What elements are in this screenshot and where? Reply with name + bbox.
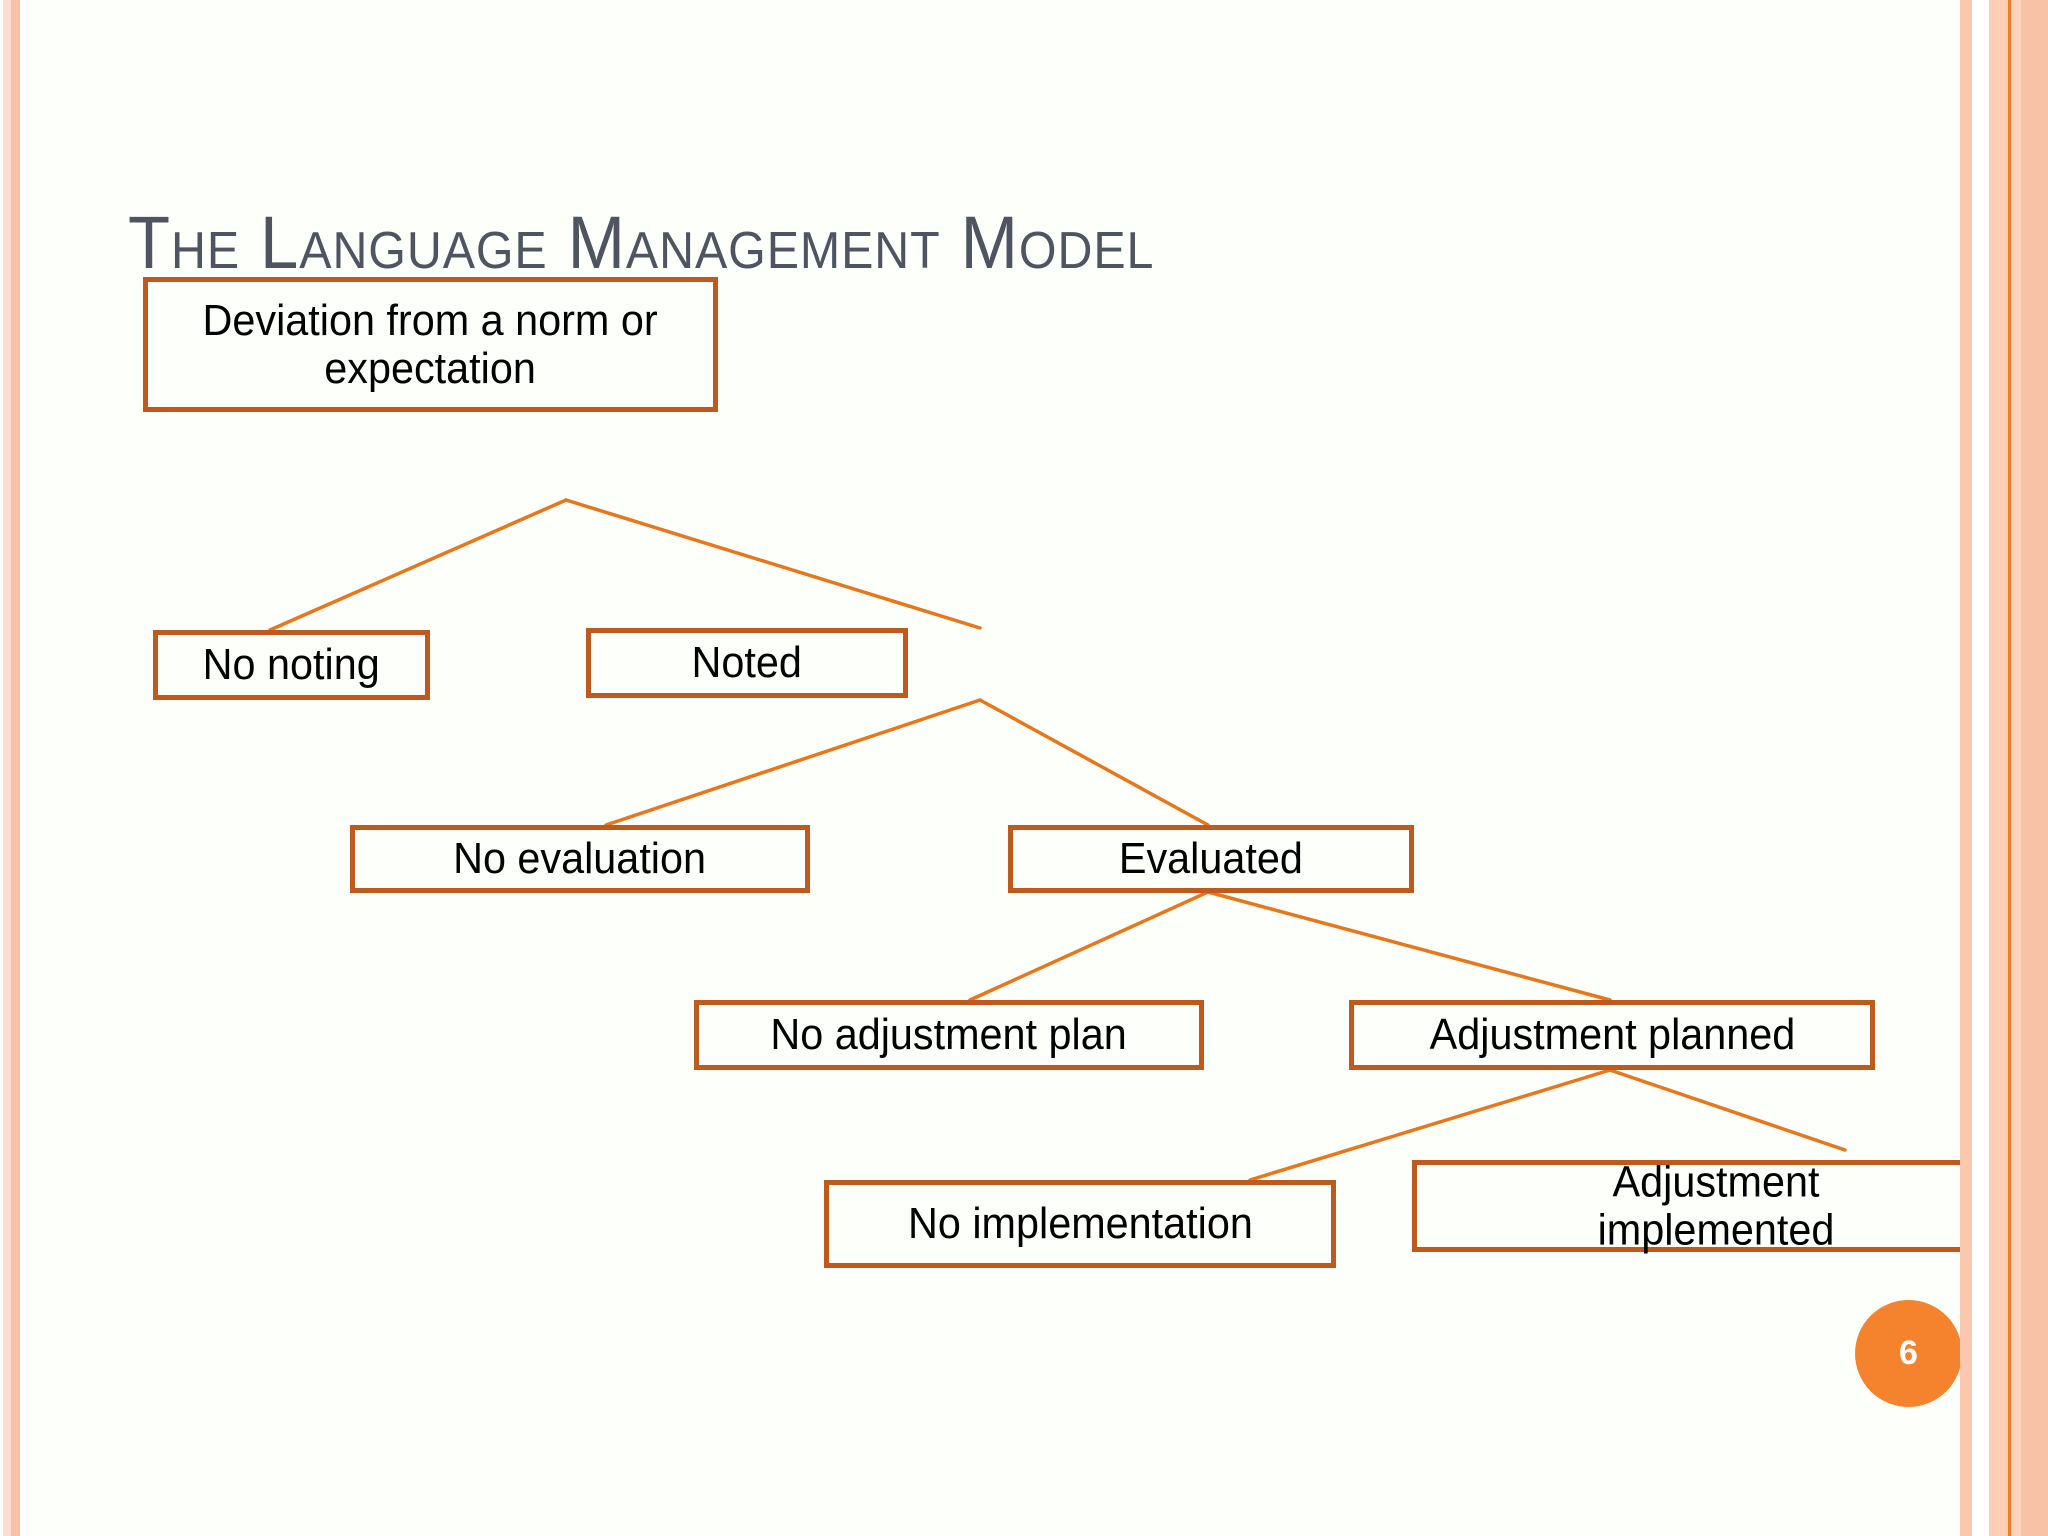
node-evaluated[interactable]: Evaluated (1008, 825, 1414, 893)
right-stripe-orange-line (2008, 0, 2011, 1536)
connector-evaluated-no-adjustment-plan (968, 890, 1210, 1002)
right-stripe-peach-3 (2011, 0, 2021, 1536)
right-stripe-white (1972, 0, 1989, 1536)
node-label: Noted (691, 638, 803, 688)
right-stripe-peach-4 (2021, 0, 2048, 1536)
left-border-decoration (0, 0, 22, 1536)
node-label: Evaluated (1119, 834, 1303, 884)
page-title: The Language Management Model (128, 201, 1155, 284)
node-label: Adjustment planned (1429, 1010, 1795, 1060)
connector-planned-no-implementation (1248, 1068, 1612, 1182)
connector-deviation-no-noting (268, 498, 568, 632)
node-label: Adjustment implemented (1597, 1157, 1835, 1254)
page-number-badge: 6 (1855, 1300, 1962, 1407)
node-deviation[interactable]: Deviation from a norm or expectation (143, 277, 718, 412)
node-no-noting[interactable]: No noting (153, 630, 430, 700)
node-adjustment-planned[interactable]: Adjustment planned (1349, 1000, 1875, 1070)
node-adjustment-implemented[interactable]: Adjustment implemented (1412, 1157, 2020, 1254)
right-stripe-peach-2 (1989, 0, 2008, 1536)
left-stripe-white (0, 0, 3, 1536)
node-label: No evaluation (453, 834, 707, 884)
connector-noted-evaluated (978, 698, 1210, 827)
node-label: No adjustment plan (770, 1010, 1128, 1060)
node-no-implementation[interactable]: No implementation (824, 1180, 1336, 1268)
node-no-adjustment-plan[interactable]: No adjustment plan (694, 1000, 1204, 1070)
left-stripe-peach (11, 0, 20, 1536)
node-label: No noting (202, 640, 381, 690)
node-noted[interactable]: Noted (586, 628, 908, 698)
node-no-evaluation[interactable]: No evaluation (350, 825, 810, 893)
connector-noted-no-evaluation (604, 698, 982, 827)
node-label: No implementation (907, 1199, 1253, 1249)
right-border-decoration (1960, 0, 2048, 1536)
right-stripe-peach-1 (1960, 0, 1972, 1536)
connector-evaluated-adjustment-planned (1206, 890, 1612, 1002)
page-number-text: 6 (1899, 1334, 1918, 1372)
left-stripe-light-peach (3, 0, 11, 1536)
connector-planned-adjustment-implemented (1608, 1068, 1847, 1152)
node-label: Deviation from a norm or expectation (202, 295, 659, 393)
connector-deviation-noted (564, 498, 982, 630)
